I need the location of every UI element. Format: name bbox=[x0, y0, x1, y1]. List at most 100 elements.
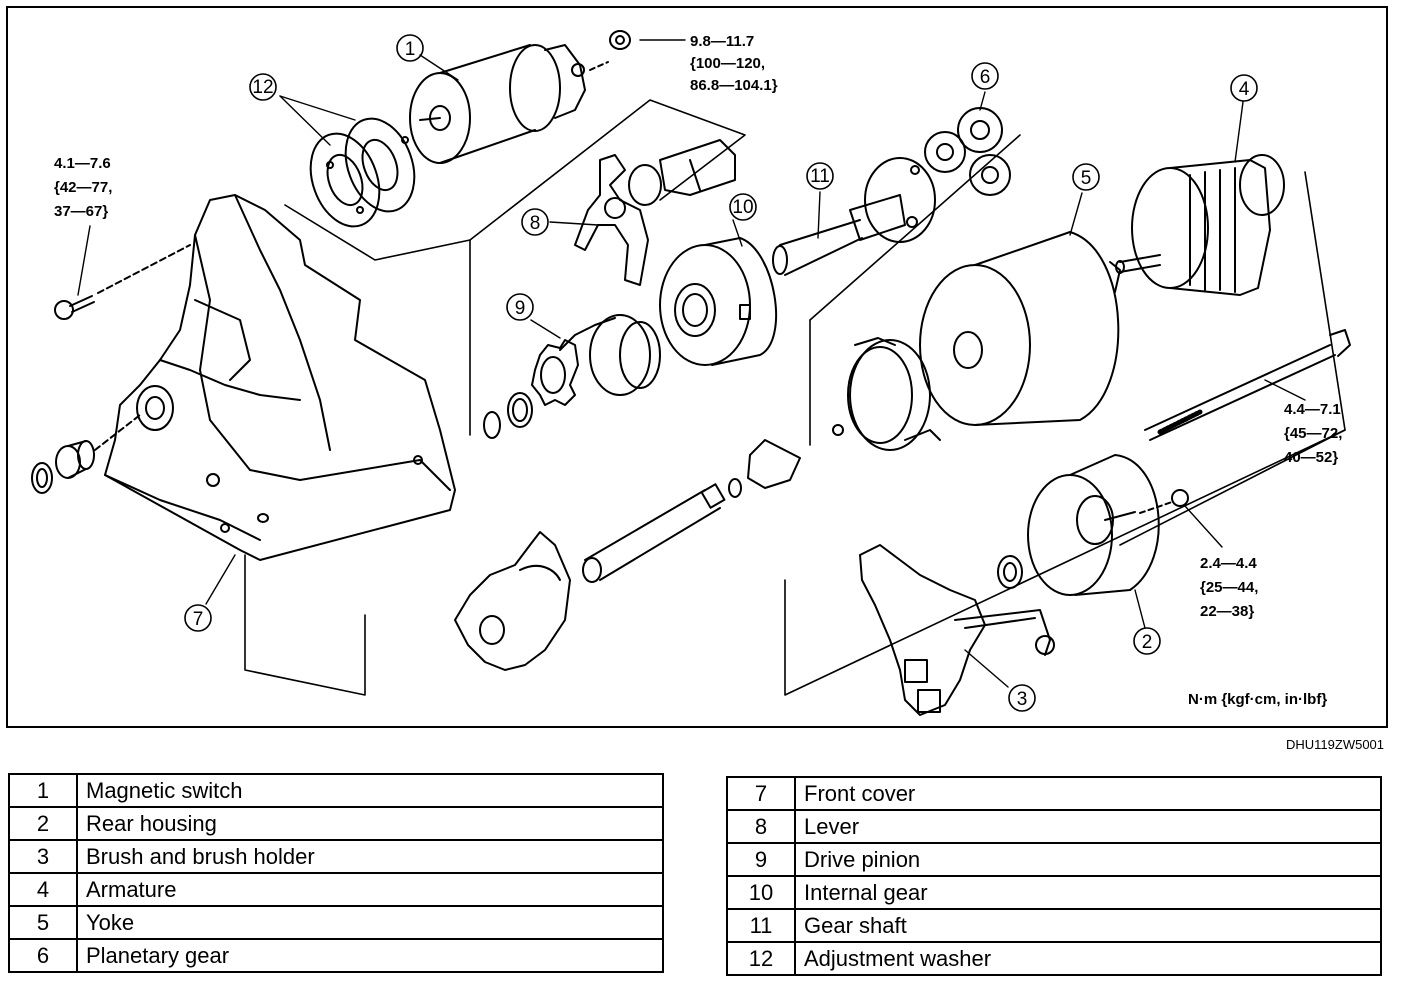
pinion-shaft-part bbox=[582, 483, 726, 583]
legend-part-name: Adjustment washer bbox=[794, 941, 1382, 976]
torque-front-bolt-line2: {42—77, bbox=[54, 179, 112, 196]
internal-gear-part bbox=[659, 237, 778, 366]
torque-rear-screw-line2: {25—44, bbox=[1200, 579, 1258, 596]
legend-num: 8 bbox=[726, 809, 796, 844]
legend-part-name: Internal gear bbox=[794, 875, 1382, 910]
torque-through-bolt-line2: {45—72, bbox=[1284, 425, 1342, 442]
callout-7: 7 bbox=[193, 609, 204, 630]
legend-part-name: Planetary gear bbox=[76, 938, 664, 973]
drive-pinion-part bbox=[483, 314, 661, 439]
legend-part-name: Armature bbox=[76, 872, 664, 907]
callout-2: 2 bbox=[1142, 632, 1153, 653]
legend-num: 10 bbox=[726, 875, 796, 910]
callout-4: 4 bbox=[1239, 79, 1250, 100]
legend-num: 2 bbox=[8, 806, 78, 841]
legend-part-name: Brush and brush holder bbox=[76, 839, 664, 874]
callout-6-circle bbox=[971, 62, 999, 90]
legend-num: 11 bbox=[726, 908, 796, 943]
callout-10: 10 bbox=[732, 197, 753, 218]
callout-8-circle bbox=[521, 208, 549, 236]
legend-part-name: Magnetic switch bbox=[76, 773, 664, 808]
callout-3-circle bbox=[1008, 684, 1036, 712]
lever-part bbox=[574, 154, 649, 286]
torque-through-bolt-line3: 40—52} bbox=[1284, 449, 1338, 466]
torque-rear-screw-line3: 22—38} bbox=[1200, 603, 1254, 620]
torque-switch-nut-line3: 86.8—104.1} bbox=[690, 77, 778, 94]
front-cover-part bbox=[104, 194, 456, 561]
torque-through-bolt-line1: 4.4—7.1 bbox=[1284, 401, 1341, 418]
torque-front-bolt-line3: 37—67} bbox=[54, 203, 108, 220]
magnetic-switch-part bbox=[409, 44, 609, 164]
legend-num: 3 bbox=[8, 839, 78, 874]
callout-1-circle bbox=[396, 34, 424, 62]
figure-code: DHU119ZW5001 bbox=[1286, 737, 1385, 752]
planetary-gear-part bbox=[924, 107, 1011, 196]
through-bolt-part bbox=[1144, 329, 1351, 441]
legend-num: 1 bbox=[8, 773, 78, 808]
gear-shaft-part bbox=[772, 157, 936, 276]
torque-rear-screw-line1: 2.4—4.4 bbox=[1200, 555, 1257, 572]
legend-part-name: Rear housing bbox=[76, 806, 664, 841]
torque-front-bolt-line1: 4.1—7.6 bbox=[54, 155, 111, 172]
adjustment-washer-part bbox=[309, 117, 416, 228]
callout-12: 12 bbox=[252, 77, 273, 98]
legend-part-name: Front cover bbox=[794, 776, 1382, 811]
callout-leaders bbox=[77, 39, 1306, 688]
rear-housing-part bbox=[997, 454, 1189, 596]
exploded-view-diagram: 1 2 3 4 5 6 7 8 9 10 11 12 9.8—11.7 {100… bbox=[31, 30, 1351, 716]
callout-5: 5 bbox=[1081, 168, 1092, 189]
legend-part-name: Drive pinion bbox=[794, 842, 1382, 877]
yoke-part bbox=[919, 231, 1121, 426]
plunger-part bbox=[628, 139, 736, 206]
front-bushing-part bbox=[31, 414, 141, 494]
callout-6: 6 bbox=[980, 67, 991, 88]
callout-12-circle bbox=[249, 73, 277, 101]
legend-num: 7 bbox=[726, 776, 796, 811]
armature-part bbox=[1115, 154, 1285, 296]
callout-7-circle bbox=[184, 604, 212, 632]
callout-11: 11 bbox=[810, 166, 830, 187]
callout-3: 3 bbox=[1017, 689, 1028, 710]
legend-part-name: Gear shaft bbox=[794, 908, 1382, 943]
callout-1: 1 bbox=[405, 39, 416, 60]
callout-9: 9 bbox=[515, 298, 526, 319]
legend-num: 6 bbox=[8, 938, 78, 973]
callout-10-circle bbox=[729, 193, 757, 221]
callout-11-circle bbox=[806, 162, 834, 190]
legend-part-name: Yoke bbox=[76, 905, 664, 940]
torque-switch-nut-line1: 9.8—11.7 bbox=[690, 33, 754, 50]
brush-holder-part bbox=[859, 544, 1055, 716]
callout-2-circle bbox=[1133, 627, 1161, 655]
legend-num: 9 bbox=[726, 842, 796, 877]
legend-part-name: Lever bbox=[794, 809, 1382, 844]
torque-switch-nut-line2: {100—120, bbox=[690, 55, 765, 72]
callout-9-circle bbox=[506, 293, 534, 321]
callout-4-circle bbox=[1230, 74, 1258, 102]
legend-num: 5 bbox=[8, 905, 78, 940]
torque-units: N·m {kgf·cm, in·lbf} bbox=[1188, 691, 1327, 708]
callout-5-circle bbox=[1072, 163, 1100, 191]
front-bolt-part bbox=[54, 244, 191, 320]
legend-num: 12 bbox=[726, 941, 796, 976]
sun-gear-part bbox=[728, 439, 801, 498]
callout-circles bbox=[184, 34, 1258, 712]
diagram-frame bbox=[6, 6, 1388, 728]
brush-holder-plate-part bbox=[832, 337, 941, 451]
legend-num: 4 bbox=[8, 872, 78, 907]
group-outlines bbox=[244, 99, 1346, 696]
idle-gear-part bbox=[454, 531, 571, 671]
